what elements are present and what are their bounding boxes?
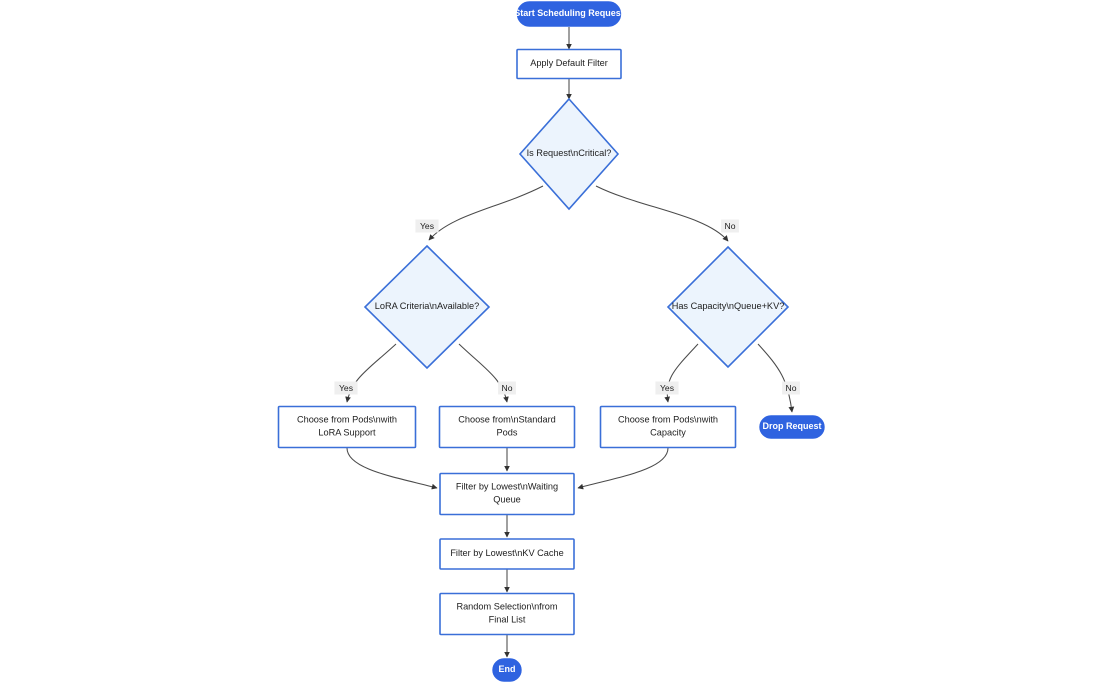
node-critical[interactable]: Is Request\nCritical? xyxy=(518,97,620,211)
edge-label-text: No xyxy=(502,383,513,393)
node-shape-rect xyxy=(439,592,575,636)
edge-label-text: No xyxy=(786,383,797,393)
node-label-end: End xyxy=(499,664,516,674)
edge-pods_lora-to-queue xyxy=(346,447,438,490)
edge-label-lora-no: No xyxy=(498,381,516,395)
node-shape-rect xyxy=(277,405,417,449)
edge-capacity-to-pods_cap xyxy=(664,343,699,403)
node-capacity[interactable]: Has Capacity\nQueue+KV? xyxy=(666,245,790,369)
node-shape-diamond xyxy=(666,245,790,369)
node-shape-rect xyxy=(438,405,576,449)
edge-lora-to-pods_std xyxy=(458,343,509,403)
node-kvcache[interactable]: Filter by Lowest\nKV Cache xyxy=(439,538,575,570)
edge-label-background xyxy=(782,381,800,395)
edge-label-lora-yes: Yes xyxy=(334,381,358,395)
edge-label-text: Yes xyxy=(420,221,434,231)
edge-label-critical-yes: Yes xyxy=(415,219,439,233)
edge-label-background xyxy=(655,381,679,395)
node-end[interactable]: End xyxy=(492,658,522,682)
node-label-capacity: Has Capacity\nQueue+KV? xyxy=(672,301,785,311)
node-label-drop: Drop Request xyxy=(762,421,821,431)
node-drop[interactable]: Drop Request xyxy=(759,415,825,439)
edge-critical-to-capacity xyxy=(595,185,729,242)
node-shape-rect xyxy=(516,48,622,80)
edge-label-capacity-no: No xyxy=(782,381,800,395)
edge-label-text: Yes xyxy=(339,383,353,393)
node-lora[interactable]: LoRA Criteria\nAvailable? xyxy=(363,244,491,370)
edges-layer xyxy=(345,27,795,658)
edge-pods_cap-to-queue xyxy=(577,447,669,490)
edge-label-background xyxy=(334,381,358,395)
node-label-filter: Apply Default Filter xyxy=(530,58,608,68)
node-shape-stadium xyxy=(759,415,825,439)
node-label-start: Start Scheduling Request xyxy=(514,8,624,18)
node-start[interactable]: Start Scheduling Request xyxy=(514,1,624,27)
edge-label-background xyxy=(721,219,739,233)
edge-label-text: Yes xyxy=(660,383,674,393)
node-shape-rect xyxy=(439,538,575,570)
node-shape-rect xyxy=(599,405,737,449)
edge-label-background xyxy=(415,219,439,233)
node-label-critical: Is Request\nCritical? xyxy=(527,148,612,158)
edge-lora-to-pods_lora xyxy=(345,343,397,403)
node-shape-stadium xyxy=(516,1,622,27)
node-label-lora: LoRA Criteria\nAvailable? xyxy=(375,301,480,311)
node-shape-diamond xyxy=(363,244,491,370)
edge-critical-to-lora xyxy=(428,185,544,241)
node-shape-rect xyxy=(439,472,575,516)
edge-label-capacity-yes: Yes xyxy=(655,381,679,395)
node-filter[interactable]: Apply Default Filter xyxy=(516,48,622,80)
node-label-kvcache: Filter by Lowest\nKV Cache xyxy=(450,548,563,558)
edge-label-background xyxy=(498,381,516,395)
edge-capacity-to-drop xyxy=(757,343,795,413)
node-shape-stadium xyxy=(492,658,522,682)
node-shape-diamond xyxy=(518,97,620,211)
edge-label-critical-no: No xyxy=(721,219,739,233)
edge-label-text: No xyxy=(725,221,736,231)
